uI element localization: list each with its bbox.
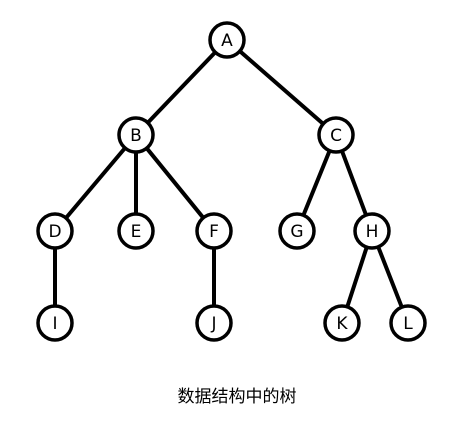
edge-h-l <box>376 244 404 310</box>
node-label: K <box>336 314 348 334</box>
edge-b-f <box>144 146 206 220</box>
node-circle <box>353 212 391 250</box>
edge-a-b <box>145 50 218 125</box>
node-circle <box>195 304 233 342</box>
node-label: F <box>209 222 219 242</box>
node-circle <box>117 116 155 154</box>
node-h: H <box>353 212 391 250</box>
node-label: L <box>403 314 413 334</box>
node-l: L <box>389 304 427 342</box>
node-k: K <box>323 304 361 342</box>
node-i: I <box>36 304 74 342</box>
node-label: B <box>130 126 142 146</box>
node-f: F <box>195 212 233 250</box>
node-circle <box>195 212 233 250</box>
node-b: B <box>117 116 155 154</box>
node-a: A <box>208 21 246 59</box>
node-circle <box>117 212 155 250</box>
node-circle <box>278 212 316 250</box>
node-label: H <box>366 222 379 242</box>
node-j: J <box>195 304 233 342</box>
node-circle <box>208 21 246 59</box>
node-circle <box>36 212 74 250</box>
node-d: D <box>36 212 74 250</box>
node-g: G <box>278 212 316 250</box>
node-label: A <box>221 31 233 51</box>
node-c: C <box>317 116 355 154</box>
tree-nodes: A B C D E F G H I J K L <box>36 21 427 342</box>
node-circle <box>389 304 427 342</box>
node-circle <box>36 304 74 342</box>
node-e: E <box>117 212 155 250</box>
edge-c-g <box>301 148 332 218</box>
edge-h-k <box>345 245 369 309</box>
node-label: D <box>48 222 61 242</box>
node-label: G <box>290 222 303 242</box>
edge-a-c <box>237 49 326 126</box>
node-circle <box>323 304 361 342</box>
node-label: E <box>131 222 142 242</box>
node-label: I <box>52 314 57 334</box>
tree-edges <box>53 49 404 310</box>
node-label: C <box>330 126 342 146</box>
diagram-caption: 数据结构中的树 <box>177 387 297 407</box>
edge-b-d <box>63 145 128 221</box>
edge-c-h <box>339 148 369 218</box>
node-label: J <box>210 314 216 334</box>
node-circle <box>317 116 355 154</box>
